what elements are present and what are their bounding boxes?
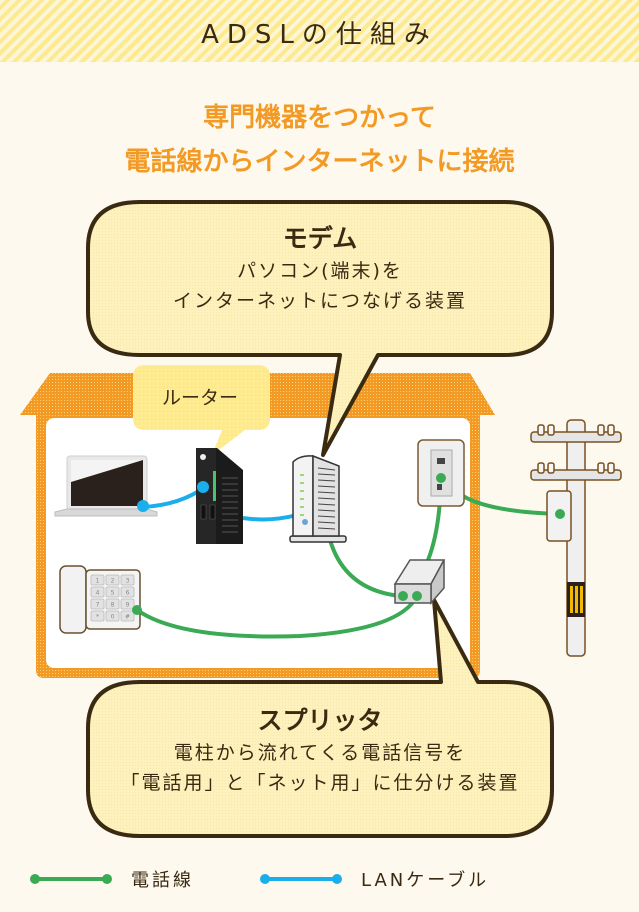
phone-key-label: 0 — [111, 614, 115, 621]
legend-item-phone-line: 電話線 — [30, 862, 194, 896]
phone-key-label: * — [96, 614, 99, 621]
phone-key-label: 9 — [126, 602, 130, 609]
phone-key-label: 7 — [96, 602, 100, 609]
splitter-icon — [393, 559, 446, 606]
phone-key-label: 8 — [111, 602, 115, 609]
modem-desc-line-1: パソコン(端末)を — [237, 260, 403, 282]
lan-cable-swatch — [260, 874, 342, 884]
telephone-icon: 1 2 3 4 5 6 7 8 9 * 0 # — [59, 565, 142, 634]
modem-title: モデム — [282, 224, 358, 253]
phone-key — [90, 598, 105, 610]
phone-key — [105, 574, 120, 586]
legend-label: LANケーブル — [361, 870, 490, 891]
phone-key-label: 4 — [96, 590, 100, 597]
phone-key-label: 1 — [96, 578, 100, 585]
phone-line-jack-pole — [461, 494, 561, 516]
wall-jack-icon — [417, 439, 465, 507]
phone-key — [90, 610, 105, 622]
modem-icon — [289, 454, 347, 543]
splitter-title: スプリッタ — [257, 706, 383, 735]
phone-key — [105, 610, 120, 622]
legend-label: 電話線 — [131, 870, 194, 891]
phone-key-label: 5 — [111, 590, 115, 597]
router-label: ルーター — [161, 387, 238, 409]
phone-keypad: 1 2 3 4 5 6 7 8 9 * 0 # — [90, 574, 142, 622]
phone-key-label: 2 — [111, 578, 115, 585]
subtitle-line-2: 電話線からインターネットに接続 — [124, 147, 515, 177]
phone-key — [105, 598, 120, 610]
phone-key-label: 6 — [126, 590, 130, 597]
page-title: ADSLの仕組み — [201, 20, 438, 50]
phone-line-modem-splitter — [328, 539, 401, 598]
utility-pole-icon — [530, 419, 622, 657]
subtitle-line-1: 専門機器をつかって — [203, 103, 436, 133]
phone-key-label: # — [125, 614, 130, 621]
phone-key — [120, 586, 135, 598]
splitter-bubble — [86, 598, 554, 838]
legend-item-lan-cable: LANケーブル — [260, 862, 490, 896]
header-banner: ADSLの仕組み — [0, 0, 639, 62]
phone-key — [90, 586, 105, 598]
router-icon — [196, 448, 243, 544]
modem-desc-line-2: インターネットにつなげる装置 — [172, 290, 467, 312]
splitter-desc-line-2: 「電話用」と「ネット用」に仕分ける装置 — [120, 772, 520, 794]
modem-bubble-text: モデム パソコン(端末)を インターネットにつなげる装置 — [90, 222, 550, 316]
laptop-icon — [54, 455, 158, 517]
modem-bubble — [86, 200, 554, 457]
splitter-bubble-text: スプリッタ 電柱から流れてくる電話信号を 「電話用」と「ネット用」に仕分ける装置 — [90, 704, 550, 798]
phone-key — [120, 574, 135, 586]
phone-key — [90, 574, 105, 586]
phone-key — [120, 598, 135, 610]
router-bubble — [133, 365, 270, 455]
subtitle: 専門機器をつかって 電話線からインターネットに接続 — [0, 96, 639, 184]
phone-key — [105, 586, 120, 598]
splitter-desc-line-1: 電柱から流れてくる電話信号を — [173, 742, 467, 764]
phone-jack-connector — [132, 605, 142, 615]
phone-line-telephone-splitter — [135, 595, 419, 639]
phone-key-label: 3 — [126, 578, 130, 585]
phone-key — [120, 610, 135, 622]
legend: 電話線 LANケーブル — [0, 862, 639, 896]
phone-line-swatch — [30, 874, 112, 884]
